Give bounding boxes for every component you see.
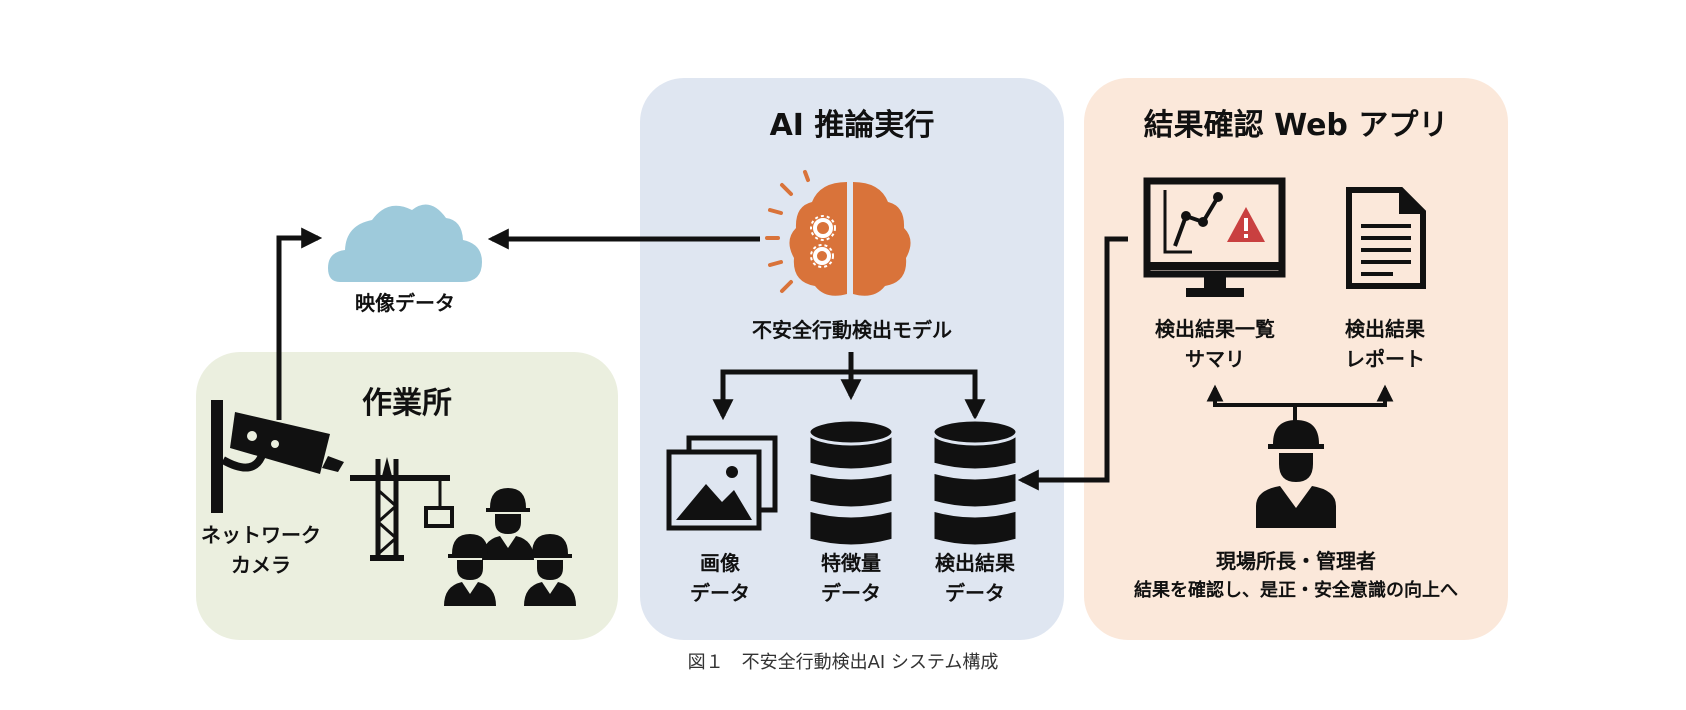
image-data-label-line-1: 画像 — [700, 551, 740, 575]
cloud-icon — [328, 204, 482, 282]
feature-data-label-line-1: 特徴量 — [821, 551, 881, 575]
image-data-label-line-2: データ — [690, 581, 750, 605]
monitor-alert-icon — [1143, 177, 1286, 297]
detection-data-label-line-2: データ — [945, 581, 1005, 605]
summary-label-line-2: サマリ — [1185, 347, 1245, 371]
camera-label-line-1: ネットワーク — [201, 523, 321, 547]
report-label: 検出結果 レポート — [1320, 314, 1450, 374]
detection-data-label: 検出結果 データ — [910, 548, 1040, 608]
camera-to-cloud-arrow — [276, 227, 323, 420]
detection-database-icon — [931, 418, 1019, 548]
report-label-line-2: レポート — [1345, 347, 1425, 371]
manager-description: 結果を確認し、是正・安全意識の向上へ — [1134, 580, 1458, 601]
feature-database-icon — [807, 418, 895, 548]
network-camera-icon — [211, 400, 344, 513]
document-icon — [1346, 187, 1426, 289]
image-data-label: 画像 データ — [655, 548, 785, 608]
network-camera-label: ネットワーク カメラ — [196, 520, 326, 580]
web-app-title: 結果確認 Web アプリ — [1143, 108, 1449, 143]
web-app-panel — [1084, 78, 1508, 640]
manager-label: 現場所長・管理者 — [1216, 549, 1376, 573]
feature-data-label: 特徴量 データ — [786, 548, 916, 608]
camera-label-line-2: カメラ — [231, 553, 291, 577]
figure-caption: 図１ 不安全行動検出AI システム構成 — [687, 652, 999, 673]
ai-brain-icon — [765, 170, 911, 296]
report-label-line-1: 検出結果 — [1345, 317, 1425, 341]
feature-data-label-line-2: データ — [821, 581, 881, 605]
detection-data-label-line-1: 検出結果 — [935, 551, 1015, 575]
model-label: 不安全行動検出モデル — [752, 318, 952, 342]
model-output-arrows — [712, 352, 986, 421]
manager-to-items-arrows — [1206, 384, 1394, 422]
ai-inference-title: AI 推論実行 — [769, 108, 935, 143]
webapp-to-database-arrow — [1017, 236, 1128, 491]
summary-label: 検出結果一覧 サマリ — [1140, 314, 1290, 374]
worksite-title: 作業所 — [362, 386, 452, 421]
image-data-icon — [666, 435, 778, 531]
workers-icon — [444, 488, 576, 606]
cloud-label: 映像データ — [355, 291, 455, 315]
crane-icon — [350, 457, 454, 561]
site-manager-icon — [1256, 420, 1336, 528]
summary-label-line-1: 検出結果一覧 — [1155, 317, 1275, 341]
